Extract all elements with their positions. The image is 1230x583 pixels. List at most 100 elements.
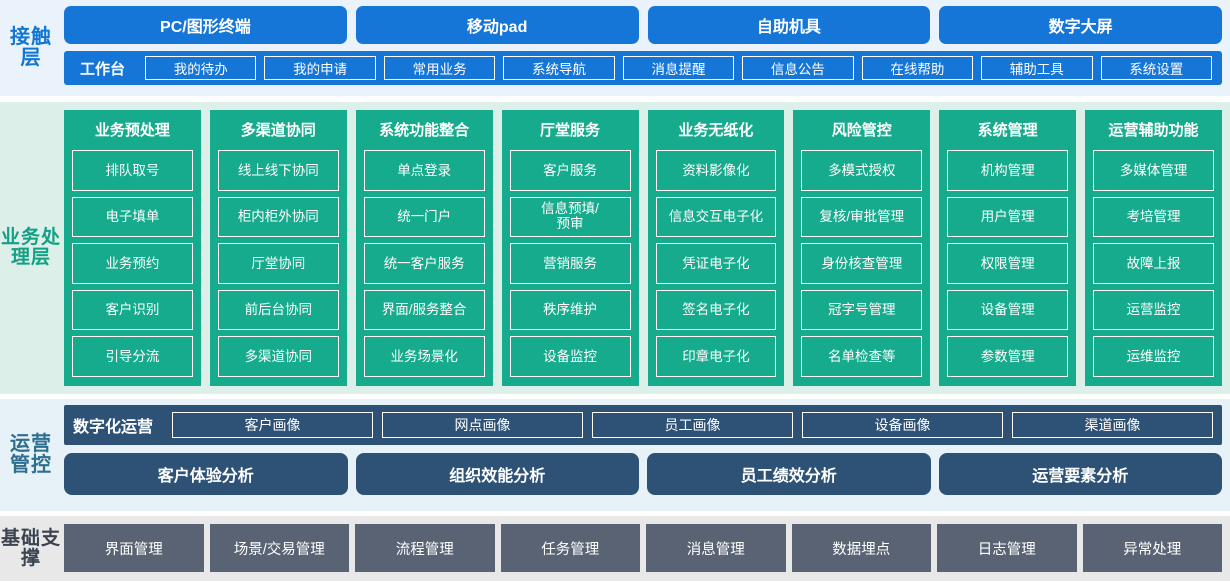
digital-operations-bar: 数字化运营 客户画像 网点画像 员工画像 设备画像 渠道画像 <box>64 405 1222 445</box>
workbench-item-common-business[interactable]: 常用业务 <box>383 56 496 80</box>
business-item[interactable]: 多媒体管理 <box>1093 150 1214 191</box>
business-column-title: 业务预处理 <box>94 122 170 139</box>
business-item[interactable]: 权限管理 <box>947 243 1069 284</box>
layer-divider-1 <box>0 96 1230 102</box>
workbench-item-auxiliary-tools[interactable]: 辅助工具 <box>981 56 1093 80</box>
business-item[interactable]: 参数管理 <box>947 336 1069 377</box>
portrait-chip-customer[interactable]: 客户画像 <box>172 412 374 438</box>
business-item[interactable]: 冠字号管理 <box>801 289 923 331</box>
portrait-chip-channel[interactable]: 渠道画像 <box>1012 412 1214 438</box>
workbench-item-system-navigation[interactable]: 系统导航 <box>503 56 615 80</box>
business-item[interactable]: 考培管理 <box>1093 196 1214 238</box>
base-button-exception-handling[interactable]: 异常处理 <box>1082 524 1222 572</box>
business-item[interactable]: 秩序维护 <box>509 289 631 331</box>
layer-base-support-body: 界面管理 场景/交易管理 流程管理 任务管理 消息管理 数据埋点 日志管理 异常… <box>62 516 1230 581</box>
business-column-title: 系统管理 <box>977 122 1038 139</box>
business-item[interactable]: 设备监控 <box>509 336 631 377</box>
business-item[interactable]: 运营监控 <box>1093 289 1214 331</box>
workbench-item-information-notice[interactable]: 信息公告 <box>742 56 854 80</box>
layer-contact-label-text: 接触层 <box>10 26 52 69</box>
business-column-title: 风险管控 <box>831 122 892 139</box>
workbench-item-system-settings[interactable]: 系统设置 <box>1100 56 1212 80</box>
layer-base-support: 基础支撑 界面管理 场景/交易管理 流程管理 任务管理 消息管理 数据埋点 日志… <box>0 516 1230 581</box>
layer-contact: 接触层 PC/图形终端 移动pad 自助机具 数字大屏 工作台 我的待办 我的申… <box>0 0 1230 96</box>
business-item[interactable]: 厅堂协同 <box>217 243 339 284</box>
business-item[interactable]: 身份核查管理 <box>801 243 923 284</box>
business-columns: 业务预处理 排队取号 电子填单 业务预约 客户识别 引导分流 多渠道协同 线上线… <box>64 108 1222 386</box>
business-item[interactable]: 设备管理 <box>947 289 1069 331</box>
layer-operations-label-text: 运营管控 <box>10 433 52 476</box>
base-button-interface-management[interactable]: 界面管理 <box>64 524 204 572</box>
channel-button-mobile-pad[interactable]: 移动pad <box>355 6 639 44</box>
business-item[interactable]: 名单检查等 <box>801 336 923 377</box>
business-item[interactable]: 凭证电子化 <box>655 243 777 284</box>
portrait-chip-branch[interactable]: 网点画像 <box>382 412 584 438</box>
business-item[interactable]: 客户识别 <box>72 289 193 331</box>
business-item[interactable]: 单点登录 <box>363 150 485 191</box>
workbench-bar: 工作台 我的待办 我的申请 常用业务 系统导航 消息提醒 信息公告 在线帮助 辅… <box>64 51 1222 85</box>
business-item[interactable]: 统一客户服务 <box>363 243 485 284</box>
portrait-chip-device[interactable]: 设备画像 <box>802 412 1004 438</box>
business-item[interactable]: 客户服务 <box>509 150 631 191</box>
layer-base-support-label: 基础支撑 <box>0 516 62 581</box>
business-item[interactable]: 复核/审批管理 <box>801 196 923 238</box>
analysis-button-organization-efficiency[interactable]: 组织效能分析 <box>355 453 639 495</box>
business-column-title: 厅堂服务 <box>540 122 601 139</box>
business-item[interactable]: 信息预填/预审 <box>509 196 631 238</box>
business-item[interactable]: 营销服务 <box>509 243 631 284</box>
base-button-data-tracking[interactable]: 数据埋点 <box>791 524 931 572</box>
business-item[interactable]: 信息交互电子化 <box>655 196 777 238</box>
business-item[interactable]: 运维监控 <box>1093 336 1214 377</box>
business-item[interactable]: 故障上报 <box>1093 243 1214 284</box>
business-column-system-integration: 系统功能整合 单点登录 统一门户 统一客户服务 界面/服务整合 业务场景化 <box>355 110 493 386</box>
base-button-log-management[interactable]: 日志管理 <box>937 524 1077 572</box>
portrait-chip-employee[interactable]: 员工画像 <box>592 412 794 438</box>
business-item[interactable]: 排队取号 <box>72 150 193 191</box>
business-item[interactable]: 业务场景化 <box>363 336 485 377</box>
base-button-process-management[interactable]: 流程管理 <box>355 524 495 572</box>
business-item[interactable]: 印章电子化 <box>655 336 777 377</box>
base-button-message-management[interactable]: 消息管理 <box>646 524 786 572</box>
layer-contact-body: PC/图形终端 移动pad 自助机具 数字大屏 工作台 我的待办 我的申请 常用… <box>62 0 1230 96</box>
business-column-title: 多渠道协同 <box>240 122 316 139</box>
business-column-paperless: 业务无纸化 资料影像化 信息交互电子化 凭证电子化 签名电子化 印章电子化 <box>647 110 785 386</box>
business-column-title: 业务无纸化 <box>678 122 754 139</box>
analysis-button-operation-factor[interactable]: 运营要素分析 <box>938 453 1222 495</box>
business-item[interactable]: 前后台协同 <box>217 289 339 331</box>
channel-button-pc[interactable]: PC/图形终端 <box>64 6 347 44</box>
layer-operations-label: 运营管控 <box>0 399 62 511</box>
base-button-task-management[interactable]: 任务管理 <box>500 524 640 572</box>
business-item[interactable]: 资料影像化 <box>655 150 777 191</box>
channel-button-self-service[interactable]: 自助机具 <box>647 6 931 44</box>
business-item[interactable]: 界面/服务整合 <box>363 289 485 331</box>
business-item[interactable]: 多渠道协同 <box>217 336 339 377</box>
workbench-item-online-help[interactable]: 在线帮助 <box>861 56 974 80</box>
business-item[interactable]: 电子填单 <box>72 196 193 238</box>
analysis-button-employee-performance[interactable]: 员工绩效分析 <box>647 453 931 495</box>
channel-button-digital-screen[interactable]: 数字大屏 <box>939 6 1222 44</box>
business-item[interactable]: 线上线下协同 <box>217 150 339 191</box>
base-button-scene-transaction-management[interactable]: 场景/交易管理 <box>209 524 349 572</box>
layer-business-body: 业务预处理 排队取号 电子填单 业务预约 客户识别 引导分流 多渠道协同 线上线… <box>62 102 1230 394</box>
business-item[interactable]: 引导分流 <box>72 336 193 377</box>
workbench-item-message-reminder[interactable]: 消息提醒 <box>622 56 735 80</box>
operations-analysis-row: 客户体验分析 组织效能分析 员工绩效分析 运营要素分析 <box>64 453 1222 495</box>
layer-divider-3 <box>0 511 1230 516</box>
layer-operations: 运营管控 数字化运营 客户画像 网点画像 员工画像 设备画像 渠道画像 客户体验… <box>0 399 1230 511</box>
business-item[interactable]: 业务预约 <box>72 243 193 284</box>
workbench-item-my-application[interactable]: 我的申请 <box>264 56 376 80</box>
business-item[interactable]: 用户管理 <box>947 196 1069 238</box>
workbench-title: 工作台 <box>80 60 126 78</box>
layer-business-label: 业务处理层 <box>0 102 62 394</box>
analysis-button-customer-experience[interactable]: 客户体验分析 <box>64 453 348 495</box>
business-item[interactable]: 签名电子化 <box>655 289 777 331</box>
digital-operations-title: 数字化运营 <box>73 419 154 436</box>
business-item[interactable]: 机构管理 <box>947 150 1069 191</box>
base-support-row: 界面管理 场景/交易管理 流程管理 任务管理 消息管理 数据埋点 日志管理 异常… <box>64 524 1222 572</box>
business-item[interactable]: 多模式授权 <box>801 150 923 191</box>
workbench-item-my-todo[interactable]: 我的待办 <box>145 56 257 80</box>
business-item[interactable]: 柜内柜外协同 <box>217 196 339 238</box>
business-column-risk-control: 风险管控 多模式授权 复核/审批管理 身份核查管理 冠字号管理 名单检查等 <box>793 110 931 386</box>
business-item[interactable]: 统一门户 <box>363 196 485 238</box>
